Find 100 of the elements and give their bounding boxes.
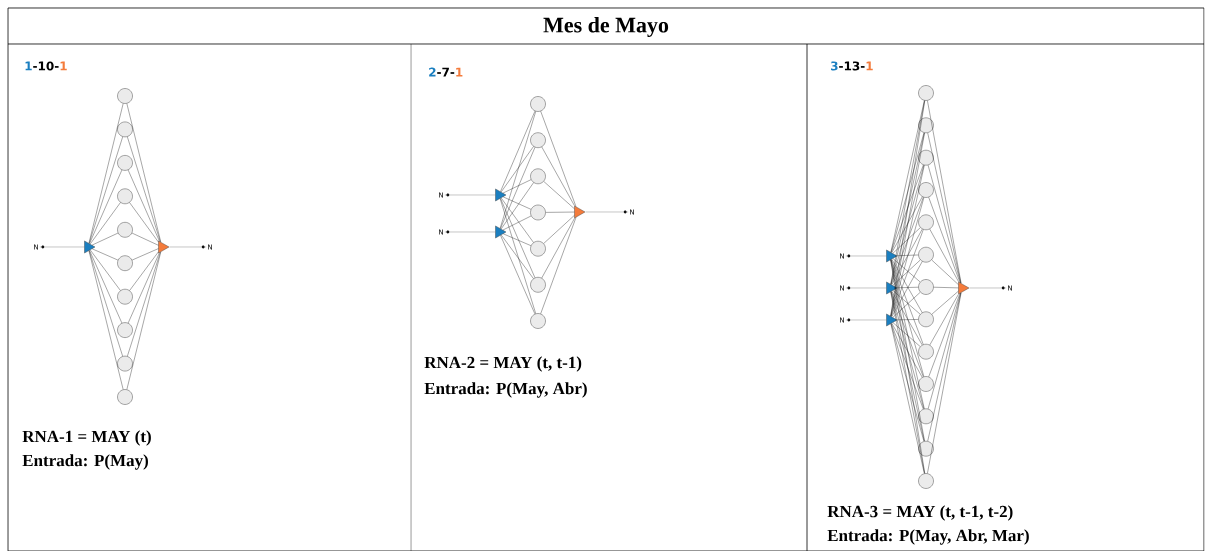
connection-line [891,196,923,253]
neuron-circle [530,204,546,221]
input-triangle [886,249,898,263]
connection-line [891,197,924,285]
connection-line [89,250,123,357]
connection-line [127,136,161,242]
output-triangle [958,281,970,295]
neuron-circle [117,222,133,238]
table-title: Mes de Mayo [543,17,669,37]
neuron-circle [530,168,546,185]
connection-line [545,211,575,213]
neuron-circle [918,440,934,457]
connection-line [540,111,577,207]
connection-line [890,323,925,474]
neuron-circle [918,343,934,360]
connection-line [890,259,925,377]
connection-line [890,100,925,253]
network-code: 2-7- 1 [429,67,463,77]
model-caption: RNA-3 = MAY (t, t-1, t-2) [827,505,1013,521]
connection-line [502,215,532,231]
connection-line [891,259,924,345]
input-triangle [886,313,898,327]
neuron-circle [530,132,546,148]
neuron-circle [918,149,934,166]
connection-line [890,132,925,285]
neuron-circle [918,279,934,295]
connection-line [927,292,961,409]
connection-line [500,110,536,192]
input-triangle [84,240,96,254]
connection-line [129,251,159,291]
connection-line [891,164,924,253]
connection-line [891,291,923,346]
network-code: 3-13- 1 [831,61,873,71]
connection-line [541,146,575,206]
connection-line [129,202,159,243]
connection-line [501,146,534,193]
connection-line [890,165,925,285]
connection-line [931,291,959,315]
connection-line [500,198,536,278]
neuron-circle [117,88,133,104]
neuron-circle [918,408,934,425]
neuron-circle [117,355,133,372]
connection-line [929,228,959,282]
neuron-circle [117,288,133,305]
input-caption: Entrada: P(May, Abr) [424,382,587,398]
connection-line [500,182,534,230]
connection-line [88,250,124,390]
connection-line [891,291,924,377]
connection-line [501,234,534,279]
connection-line [928,293,961,377]
connection-line [541,218,575,279]
connection-line [892,227,921,254]
neuron-circle [918,182,934,198]
connection-line [126,251,161,390]
connection-line [128,252,160,324]
connection-line [126,103,161,243]
connection-line [127,252,161,357]
connection-line [933,287,959,289]
input-caption: Entrada: P(May, Abr, Mar) [827,529,1029,545]
neuron-circle [530,96,546,112]
neuron-circle [117,389,133,405]
neuron-circle [117,155,133,171]
neuron-circle [918,117,934,134]
neuron-circle [530,313,546,329]
neuron-circle [918,376,934,392]
connection-line [90,249,121,291]
neuron-circle [918,473,934,489]
neuron-circle [117,121,133,138]
connection-line [931,259,959,285]
network-code: 1-10- 1 [25,61,67,71]
input-triangle [495,188,507,202]
connection-line [89,250,123,324]
neuron-circle [918,214,934,231]
connection-line [927,100,962,284]
connection-line [131,248,159,261]
connection-line [892,322,921,347]
connection-line [499,111,536,229]
connection-line [927,165,961,284]
connection-line [501,197,534,243]
neuron-circle [117,255,133,271]
connection-line [891,323,924,410]
model-caption: RNA-1 = MAY (t) [22,430,151,446]
connection-line [891,323,923,378]
neuron-circle [918,85,934,101]
connection-line [89,169,123,244]
connection-line [503,196,532,210]
model-caption: RNA-2 = MAY (t, t-1) [424,356,582,372]
input-caption: Entrada: P(May) [22,454,148,470]
connection-line [500,147,536,229]
connection-line [127,169,160,242]
connection-line [543,181,575,209]
connection-line [891,229,924,317]
neuron-circle [918,246,934,263]
connection-line [92,248,119,261]
connection-line [88,136,123,244]
connection-line [890,132,925,253]
neuron-circle [530,277,546,293]
connection-line [502,179,532,194]
neuron-circle [918,311,934,328]
connection-line [540,217,577,314]
